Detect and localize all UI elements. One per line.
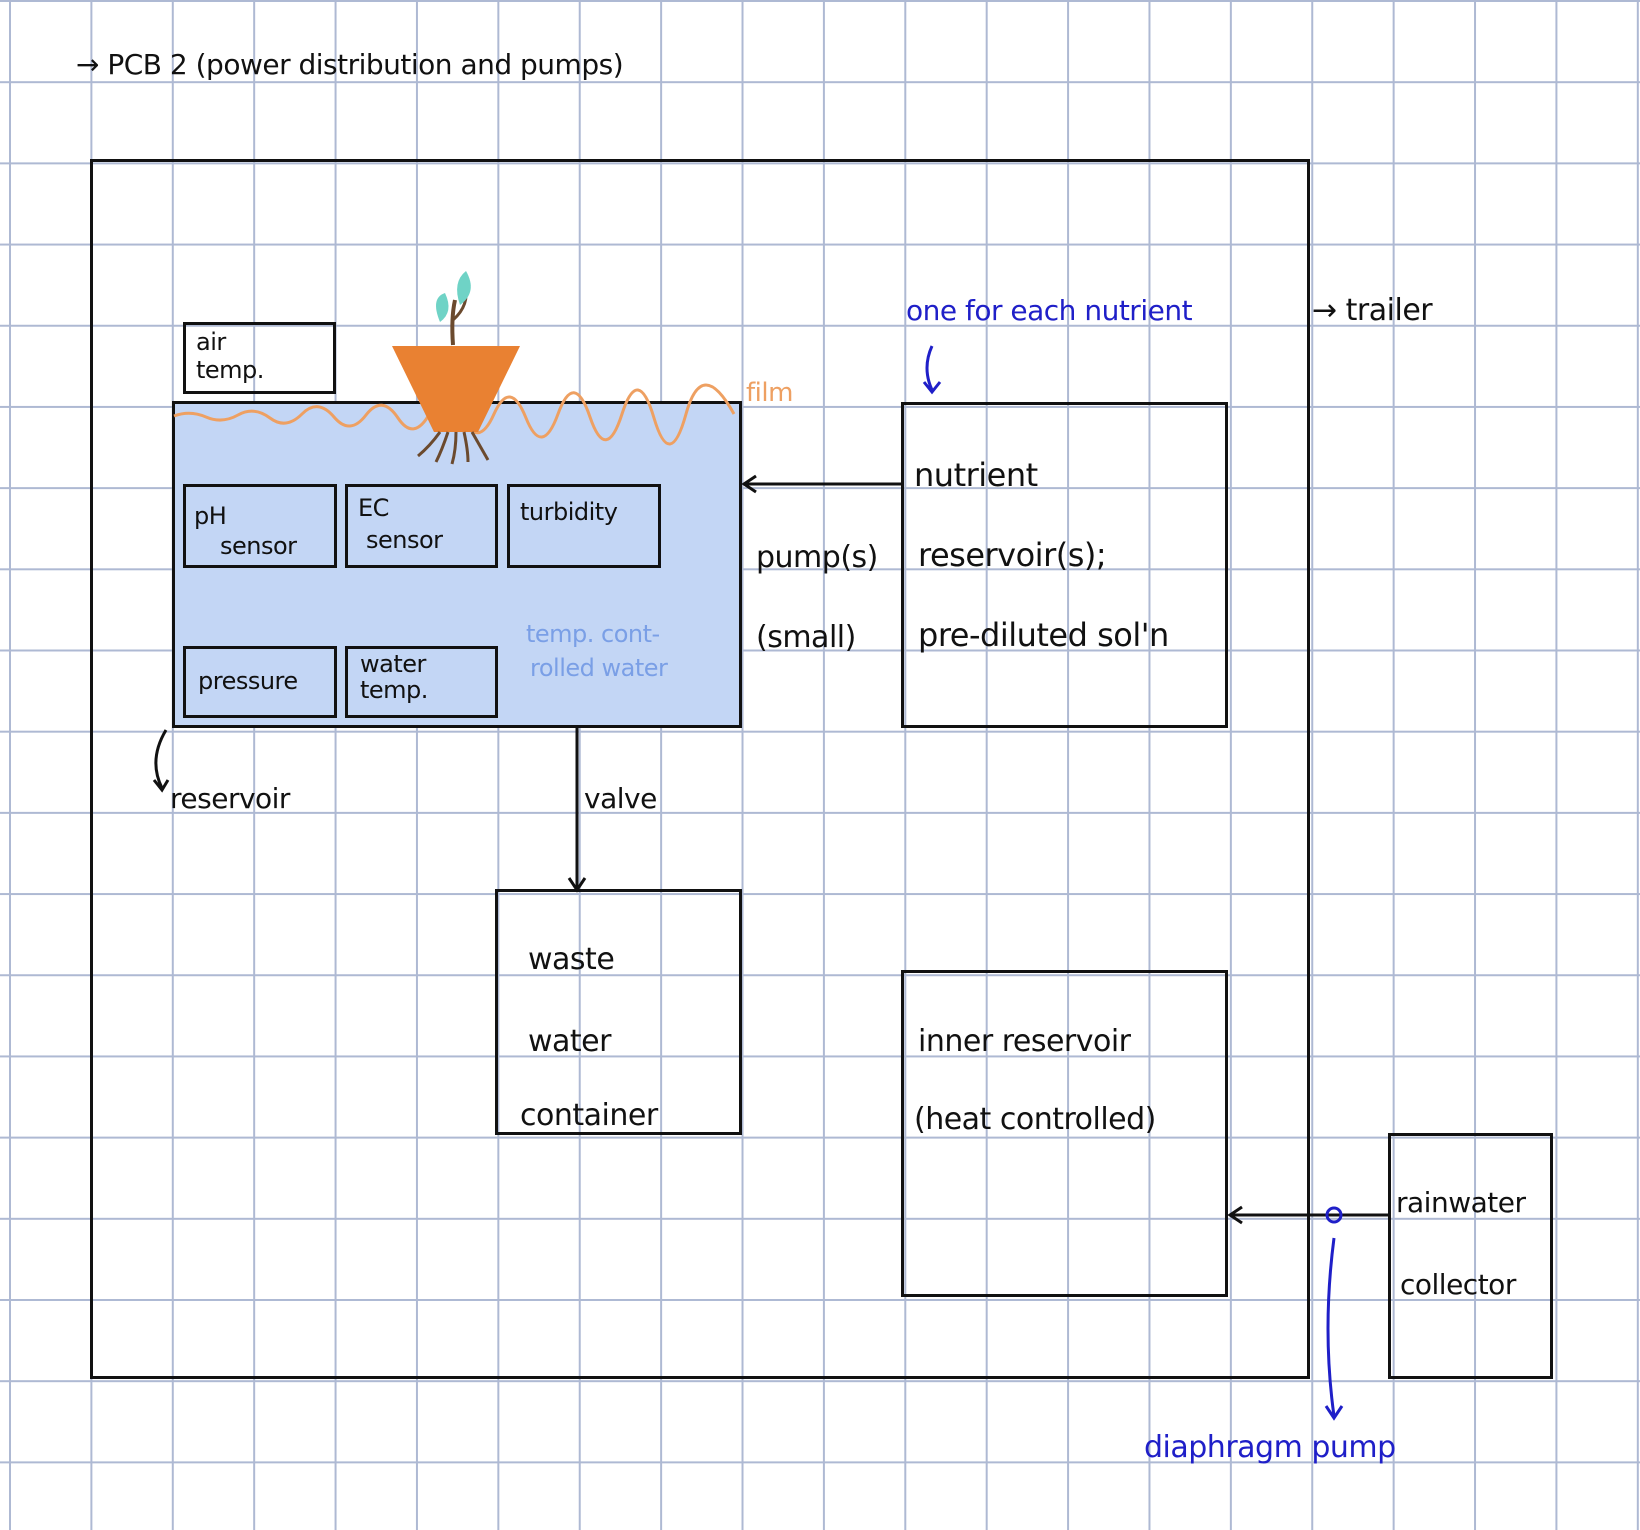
- reservoir-label: reservoir: [170, 782, 290, 815]
- ec-sensor-label-1: EC: [358, 494, 389, 522]
- pumps-label-1: pump(s): [756, 540, 878, 575]
- one-for-each-nutrient-label: one for each nutrient: [906, 294, 1193, 327]
- air-temp-label-2: temp.: [196, 356, 264, 384]
- rainwater-collector: [1388, 1133, 1553, 1379]
- nutrient-reservoir: [901, 402, 1228, 728]
- nutrient-reservoir-line-1: nutrient: [914, 456, 1038, 494]
- turbidity-label: turbidity: [520, 498, 618, 526]
- ec-sensor-label-2: sensor: [366, 526, 443, 554]
- valve-label: valve: [584, 782, 657, 815]
- diaphragm-pump-label: diaphragm pump: [1144, 1430, 1396, 1465]
- inner-reservoir: [901, 970, 1228, 1297]
- waste-container-line-1: waste: [528, 942, 615, 977]
- film-label: film: [746, 378, 793, 408]
- ec-sensor: [345, 484, 498, 568]
- potted-seedling-icon: [392, 271, 520, 465]
- waste-container-line-3: container: [520, 1098, 658, 1133]
- air-temp-sensor: [183, 322, 336, 394]
- pcb-note: → PCB 2 (power distribution and pumps): [76, 48, 624, 81]
- reservoir-pointer-arrow: [154, 729, 168, 789]
- rainwater-collector-line-1: rainwater: [1396, 1186, 1526, 1219]
- pumps-label-2: (small): [756, 620, 856, 655]
- nutrient-note-arrow: [925, 345, 934, 391]
- water-temp-sensor: [345, 646, 498, 718]
- rainwater-arrow: [1227, 1205, 1388, 1225]
- water-temp-label-1: water: [360, 650, 426, 678]
- inner-reservoir-line-2: (heat controlled): [914, 1102, 1156, 1137]
- waste-water-container: [495, 889, 742, 1135]
- inner-reservoir-line-1: inner reservoir: [918, 1024, 1131, 1059]
- diaphragm-pump-marker: [1325, 1206, 1343, 1224]
- turbidity-sensor: [507, 484, 661, 568]
- air-temp-label-1: air: [196, 328, 226, 356]
- pressure-sensor: [183, 646, 337, 718]
- ph-sensor-label-1: pH: [194, 502, 227, 530]
- ph-sensor: [183, 484, 337, 568]
- valve-arrow: [567, 728, 587, 893]
- water-temp-label-2: temp.: [360, 676, 428, 704]
- trailer-box: [90, 159, 1310, 1379]
- trailer-label: → trailer: [1312, 293, 1433, 328]
- rainwater-collector-line-2: collector: [1400, 1268, 1516, 1301]
- nutrient-reservoir-line-3: pre-diluted sol'n: [918, 616, 1169, 654]
- waste-container-line-2: water: [528, 1024, 611, 1059]
- diaphragm-pump-pointer: [1326, 1237, 1336, 1417]
- ph-sensor-label-2: sensor: [220, 532, 297, 560]
- nutrient-reservoir-line-2: reservoir(s);: [918, 536, 1107, 574]
- temp-controlled-label-2: rolled water: [530, 654, 668, 682]
- main-reservoir: [172, 401, 742, 728]
- temp-controlled-label-1: temp. cont-: [526, 620, 660, 648]
- nutrient-pump-arrow: [741, 474, 901, 494]
- pressure-label: pressure: [198, 667, 298, 695]
